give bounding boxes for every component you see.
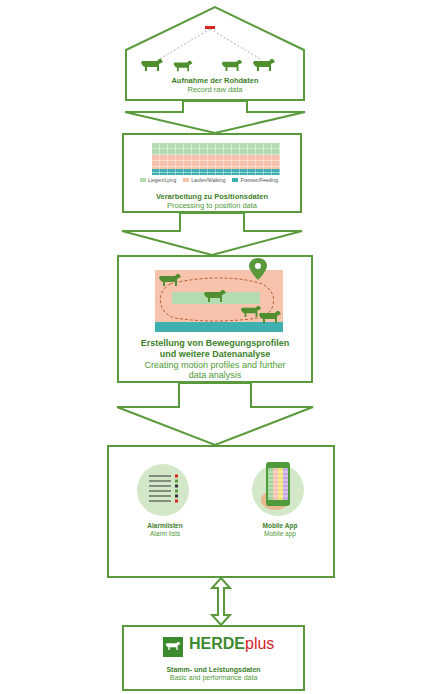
logo-text: plus [245, 636, 274, 652]
logo-text: HERDE [189, 636, 245, 652]
stage-heading: Verarbeitung zu Positionsdaten [128, 192, 296, 201]
legend-text: Laufen/Walking [191, 177, 225, 183]
legend-item: Laufen/Walking [183, 177, 225, 183]
output-group: AlarmlistenAlarm lists Mobile AppMobile a… [107, 445, 335, 578]
cow [222, 60, 242, 71]
text-block: Mobile AppMobile app [244, 522, 316, 538]
legend-text: Liegen/Lying [148, 177, 176, 183]
legend-swatch [183, 178, 189, 182]
stage-box: Stamm- und LeistungsdatenBasic and perfo… [122, 625, 305, 691]
logo-mark [163, 637, 183, 657]
stage-heading: Mobile App [244, 522, 316, 530]
stage-subtitle: Record raw data [129, 85, 301, 94]
text-block: Aufnahme der RohdatenRecord raw data [129, 76, 301, 94]
stage-subtitle: Creating motion profiles and further dat… [137, 360, 293, 382]
legend-item: Fressen/Feeding [232, 177, 278, 183]
legend-swatch [140, 178, 146, 182]
cow [174, 61, 193, 71]
flow-arrow [122, 213, 302, 255]
stage-subtitle: Processing to position data [128, 201, 296, 210]
stage-heading: Erstellung von Bewegungsprofilen und wei… [137, 338, 293, 360]
signal-line [158, 29, 262, 60]
stage-subtitle: Basic and performance data [128, 674, 299, 682]
location-pin [249, 258, 267, 280]
flow-arrow [212, 578, 230, 625]
logo: HERDEplus [189, 636, 274, 652]
cow [141, 59, 163, 71]
cow [253, 59, 275, 71]
text-block: AlarmlistenAlarm lists [129, 522, 201, 538]
stage-subtitle: Mobile app [244, 530, 316, 538]
stage-heading: Alarmlisten [129, 522, 201, 530]
flow-arrow [125, 101, 305, 133]
sensor [205, 26, 215, 29]
stage-subtitle: Alarm lists [129, 530, 201, 538]
phone-icon [252, 462, 304, 516]
motion-map [155, 258, 283, 332]
output-item: AlarmlistenAlarm lists [125, 459, 205, 559]
stage-box: Verarbeitung zu PositionsdatenProcessing… [122, 133, 302, 213]
legend-item: Liegen/Lying [140, 177, 176, 183]
legend: Liegen/Lying Laufen/Walking Fressen/Feedin… [140, 177, 278, 183]
text-block: Erstellung von Bewegungsprofilen und wei… [137, 338, 293, 381]
text-block: Verarbeitung zu PositionsdatenProcessing… [128, 192, 296, 210]
flow-arrow [117, 383, 313, 445]
alarm-icon [137, 464, 189, 516]
stage-box: Aufnahme der RohdatenRecord raw data [125, 5, 305, 101]
stage-heading: Aufnahme der Rohdaten [129, 76, 301, 85]
legend-text: Fressen/Feeding [240, 177, 278, 183]
output-item: Mobile AppMobile app [240, 459, 320, 559]
stage-heading: Stamm- und Leistungsdaten [128, 666, 299, 674]
text-block: Stamm- und LeistungsdatenBasic and perfo… [128, 666, 299, 683]
legend-swatch [232, 178, 238, 182]
position-grid [152, 143, 280, 175]
stage-box: Erstellung von Bewegungsprofilen und wei… [117, 255, 313, 383]
